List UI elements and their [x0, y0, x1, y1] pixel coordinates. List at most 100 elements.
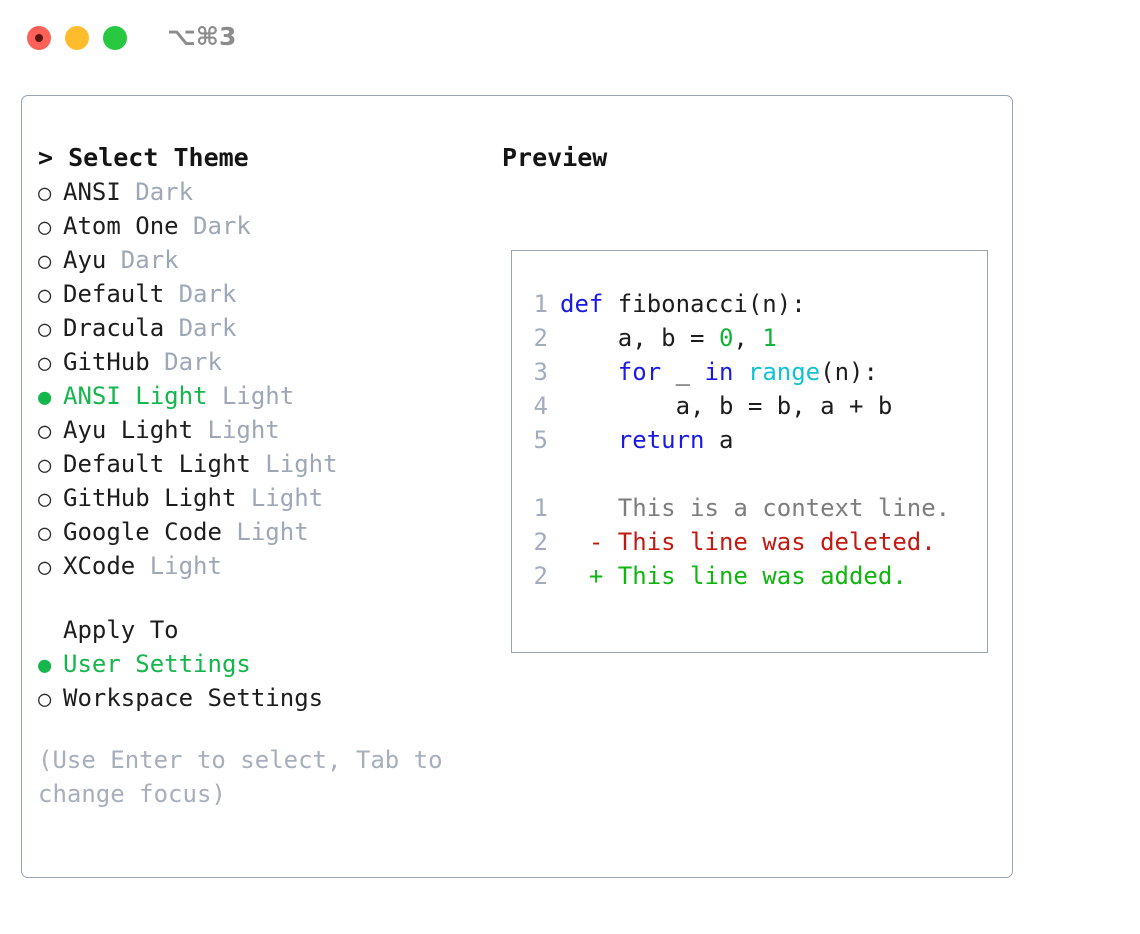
select-theme-heading: > Select Theme — [38, 143, 249, 172]
theme-option-label: ANSI — [63, 178, 121, 206]
theme-option-tag: Light — [193, 416, 280, 444]
theme-option-7[interactable]: ○Ayu Light Light — [38, 413, 493, 447]
spacer — [38, 583, 493, 613]
theme-option-label: Ayu Light — [63, 416, 194, 444]
preview-separator — [524, 457, 950, 491]
radio-unselected-icon: ○ — [38, 215, 52, 240]
line-number: 1 — [533, 494, 548, 522]
code-token-kw: return — [617, 426, 705, 454]
theme-option-10[interactable]: ○Google Code Light — [38, 515, 493, 549]
theme-option-tag: Light — [250, 450, 338, 478]
radio-unselected-icon: ○ — [38, 521, 52, 546]
theme-option-label: Default Light — [63, 450, 251, 478]
radio-unselected-icon: ○ — [38, 351, 52, 376]
apply-to-list[interactable]: ●User Settings○Workspace Settings — [38, 647, 493, 715]
radio-selected-icon: ● — [38, 653, 52, 678]
theme-option-tag: Light — [221, 518, 309, 546]
theme-option-6[interactable]: ● ANSI Light Light — [38, 379, 493, 413]
theme-option-1[interactable]: ○ Atom One Dark — [38, 209, 493, 243]
code-token-txt: (n): — [820, 358, 878, 386]
diff-add-text: + This line was added. — [560, 562, 907, 590]
diff-line-0: 1 This is a context line. — [524, 491, 951, 525]
code-token-kw: in — [704, 358, 734, 386]
theme-option-tag: Dark — [149, 348, 222, 376]
theme-option-label: Dracula — [63, 314, 165, 342]
code-line-3: 4 a, b = b, a + b — [524, 389, 950, 423]
code-token-txt — [560, 358, 618, 386]
radio-unselected-icon: ○ — [38, 283, 52, 308]
theme-list[interactable]: ○ANSI Dark○Atom One Dark○Ayu Dark○Defaul… — [38, 175, 493, 583]
diff-del-text: - This line was deleted. — [560, 528, 936, 556]
keyboard-shortcut-label: ⌥⌘3 — [167, 22, 237, 51]
theme-option-label: Default — [63, 280, 165, 308]
close-window-button[interactable] — [27, 26, 51, 50]
radio-unselected-icon: ○ — [38, 453, 52, 478]
code-token-txt: a, b = — [560, 324, 719, 352]
theme-option-0[interactable]: ○ ANSI Dark — [38, 175, 493, 209]
code-token-kw: def — [560, 290, 604, 318]
theme-option-tag: Dark — [164, 280, 237, 308]
code-token-num: 1 — [762, 324, 777, 352]
maximize-window-button[interactable] — [103, 26, 127, 50]
spacer — [38, 715, 493, 743]
code-token-txt: fibonacci(n): — [603, 290, 806, 318]
radio-unselected-icon: ○ — [38, 249, 52, 274]
radio-unselected-icon: ○ — [38, 181, 52, 206]
line-number: 2 — [533, 324, 548, 352]
radio-unselected-icon: ○ — [38, 687, 52, 712]
code-token-fn: range — [747, 358, 821, 386]
diff-line-1: 2 - This line was deleted. — [524, 525, 950, 559]
line-number: 1 — [533, 290, 548, 318]
theme-option-tag: Light — [207, 382, 295, 410]
code-line-0: 1 def fibonacci(n): — [524, 287, 950, 321]
theme-option-4[interactable]: ○Dracula Dark — [38, 311, 493, 345]
radio-unselected-icon: ○ — [38, 555, 52, 580]
theme-option-tag: Light — [236, 484, 324, 512]
theme-option-label: ANSI Light — [63, 382, 208, 410]
code-token-txt — [733, 358, 747, 386]
theme-option-2[interactable]: ○Ayu Dark — [38, 243, 493, 277]
theme-option-label: Atom One — [63, 212, 179, 240]
preview-heading: Preview — [502, 143, 608, 172]
theme-option-tag: Dark — [120, 178, 194, 206]
main-panel: > Select Theme ○ANSI Dark○Atom One Dark○… — [21, 95, 1013, 878]
theme-option-tag: Dark — [164, 314, 237, 342]
line-number: 3 — [533, 358, 548, 386]
radio-selected-icon: ● — [38, 385, 52, 410]
theme-option-8[interactable]: ○ Default Light Light — [38, 447, 493, 481]
keyboard-hint-text: (Use Enter to select, Tab to change focu… — [38, 746, 458, 808]
code-token-num: 0 — [718, 324, 734, 352]
code-token-txt — [560, 426, 618, 454]
code-line-1: 2 a, b = 0, 1 — [524, 321, 950, 355]
diff-ctx-text: This is a context line. — [560, 494, 951, 522]
minimize-window-button[interactable] — [65, 26, 89, 50]
theme-option-tag: Dark — [106, 246, 179, 274]
apply-option-1[interactable]: ○Workspace Settings — [38, 681, 493, 715]
code-line-2: 3 for _ in range(n): — [524, 355, 950, 389]
traffic-lights — [27, 26, 127, 50]
radio-unselected-icon: ○ — [38, 487, 52, 512]
theme-option-11[interactable]: ○XCode Light — [38, 549, 493, 583]
theme-selector-column: > Select Theme ○ANSI Dark○Atom One Dark○… — [38, 141, 493, 811]
theme-option-label: GitHub Light — [63, 484, 237, 512]
theme-option-label: XCode — [63, 552, 136, 580]
code-token-txt: a, b = b, a + b — [560, 392, 893, 420]
window-titlebar: ⌥⌘3 — [0, 0, 1140, 78]
code-token-txt: _ — [661, 358, 705, 386]
code-line-4: 5 return a — [524, 423, 950, 457]
theme-option-5[interactable]: ○ GitHub Dark — [38, 345, 493, 379]
theme-option-9[interactable]: ○ GitHub Light Light — [38, 481, 493, 515]
code-token-txt: , — [733, 324, 763, 352]
diff-line-2: 2 + This line was added. — [524, 559, 950, 593]
theme-option-3[interactable]: ○ Default Dark — [38, 277, 493, 311]
theme-option-tag: Dark — [178, 212, 251, 240]
apply-option-0[interactable]: ●User Settings — [38, 647, 493, 681]
apply-to-heading: Apply To — [63, 616, 179, 644]
line-number: 2 — [533, 562, 548, 590]
theme-option-label: GitHub — [63, 348, 150, 376]
code-token-txt: a — [704, 426, 734, 454]
line-number: 5 — [533, 426, 548, 454]
